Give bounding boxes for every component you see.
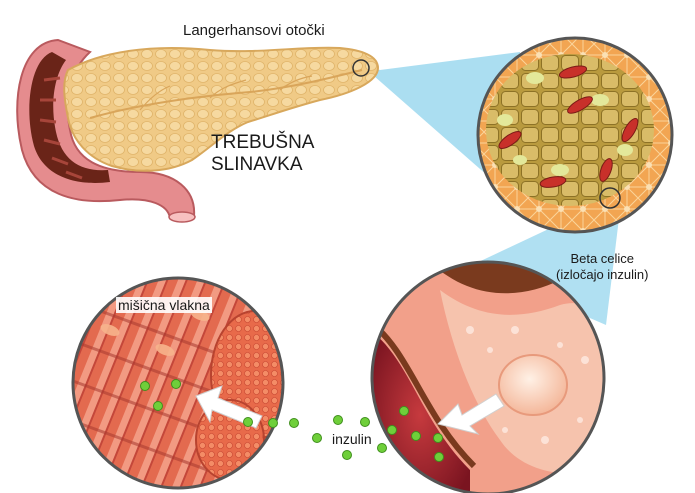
pancreas-label-line1: TREBUŠNA: [211, 132, 314, 154]
beta-cells-label-line2: (izločajo inzulin): [556, 267, 648, 283]
islets-label: Langerhansovi otočki: [183, 22, 325, 39]
beta-cell-nucleus: [499, 355, 567, 415]
pancreas-label: TREBUŠNA SLINAVKA: [211, 132, 314, 176]
beta-cells-label: Beta celice (izločajo inzulin): [556, 251, 648, 283]
pancreas-label-line2: SLINAVKA: [211, 154, 314, 176]
beta-cells-label-line1: Beta celice: [556, 251, 648, 267]
muscle-fibers-label: mišična vlakna: [116, 297, 212, 313]
insulin-label: inzulin: [330, 431, 374, 447]
